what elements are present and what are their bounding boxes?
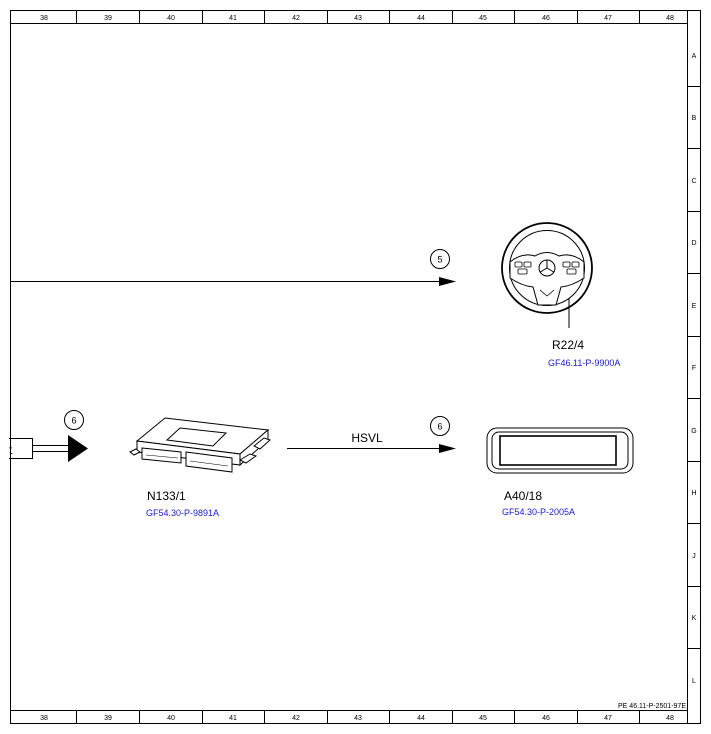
- column-label: 40: [167, 715, 175, 722]
- display-screen-icon: [499, 435, 617, 466]
- column-label: 47: [604, 715, 612, 722]
- column-label: 44: [417, 715, 425, 722]
- column-label: 41: [229, 15, 237, 22]
- wheel-button-left: [514, 261, 523, 268]
- connection-marker-number: 6: [71, 416, 76, 426]
- wheel-button-right: [571, 261, 580, 268]
- mounting-tab-icon: [238, 453, 258, 464]
- column-label: 46: [542, 715, 550, 722]
- steering-wheel-component: [501, 222, 593, 328]
- connector-plug-icon: [185, 451, 233, 473]
- column-label: 46: [542, 15, 550, 22]
- diagram-frame: [10, 10, 701, 724]
- control-unit-label-plate-icon: [165, 427, 228, 447]
- row-label: F: [692, 365, 696, 372]
- wheel-button-left: [517, 268, 528, 275]
- wheel-button-right: [566, 268, 577, 275]
- row-labels: A B C D E F G H J K L: [691, 53, 696, 685]
- column-label: 41: [229, 715, 237, 722]
- row-label: J: [692, 553, 696, 560]
- component-label-r22-4: R22/4: [552, 338, 584, 352]
- connector-stub-text: t: [9, 443, 13, 457]
- mercedes-star-icon: [538, 259, 556, 277]
- column-label: 42: [292, 715, 300, 722]
- column-label: 47: [604, 15, 612, 22]
- column-label: 42: [292, 15, 300, 22]
- component-label-n133-1: N133/1: [147, 489, 186, 503]
- wheel-button-right: [562, 261, 571, 268]
- steering-wheel-hub-icon: [509, 252, 585, 306]
- signal-label-hsvl: HSVL: [351, 431, 383, 445]
- column-label: 39: [104, 15, 112, 22]
- row-separators: [688, 86, 701, 649]
- control-unit-component: [129, 417, 271, 473]
- arrowhead-icon: [439, 277, 456, 286]
- row-label: G: [691, 428, 696, 435]
- column-label: 38: [40, 15, 48, 22]
- component-ref-a40-18: GF54.30-P-2005A: [502, 507, 575, 517]
- connection-marker-number: 5: [437, 255, 442, 265]
- wheel-button-left: [523, 261, 532, 268]
- column-label: 38: [40, 715, 48, 722]
- row-label: B: [692, 115, 697, 122]
- arrowhead-icon: [439, 444, 456, 453]
- star-ray: [540, 267, 548, 273]
- connection-top: 5: [10, 249, 456, 286]
- column-label: 40: [167, 15, 175, 22]
- document-reference: PE 46.11-P-2501-97E: [618, 703, 686, 710]
- row-label: K: [692, 615, 697, 622]
- column-label: 48: [666, 15, 674, 22]
- connector-pin-row: [145, 454, 179, 459]
- row-label: C: [691, 178, 696, 185]
- component-ref-n133-1: GF54.30-P-9891A: [146, 508, 219, 518]
- connector-plug-icon: [141, 447, 182, 464]
- column-separators: [76, 10, 640, 724]
- mounting-tab-icon: [253, 437, 271, 450]
- row-label: D: [691, 240, 696, 247]
- column-label: 43: [354, 15, 362, 22]
- connection-marker-number: 6: [437, 422, 442, 432]
- mounting-tab-icon: [129, 448, 141, 456]
- connector-pin-row: [189, 460, 229, 467]
- connection-marker: [64, 410, 84, 430]
- arrowhead-icon: [68, 435, 88, 462]
- star-ray: [546, 267, 554, 273]
- connection-right: HSVL 6: [287, 416, 456, 453]
- display-component: [486, 427, 634, 474]
- connection-marker: [430, 416, 450, 436]
- row-label: E: [692, 303, 697, 310]
- column-label: 43: [354, 715, 362, 722]
- connection-left: t 6: [9, 410, 88, 462]
- row-label: L: [692, 678, 696, 685]
- column-label: 44: [417, 15, 425, 22]
- row-label: A: [692, 53, 697, 60]
- wheel-lower-spoke: [539, 289, 555, 297]
- component-label-a40-18: A40/18: [504, 489, 542, 503]
- steering-wheel-outer-rim: [501, 222, 593, 314]
- column-label: 39: [104, 715, 112, 722]
- column-label: 45: [479, 15, 487, 22]
- component-ref-r22-4: GF46.11-P-9900A: [548, 358, 620, 368]
- column-label: 48: [666, 715, 674, 722]
- column-labels-bottom: 38 39 40 41 42 43 44 45 46 47 48: [40, 715, 674, 722]
- row-label: H: [691, 490, 696, 497]
- column-label: 45: [479, 715, 487, 722]
- connection-marker: [430, 249, 450, 269]
- column-labels-top: 38 39 40 41 42 43 44 45 46 47 48: [40, 15, 674, 22]
